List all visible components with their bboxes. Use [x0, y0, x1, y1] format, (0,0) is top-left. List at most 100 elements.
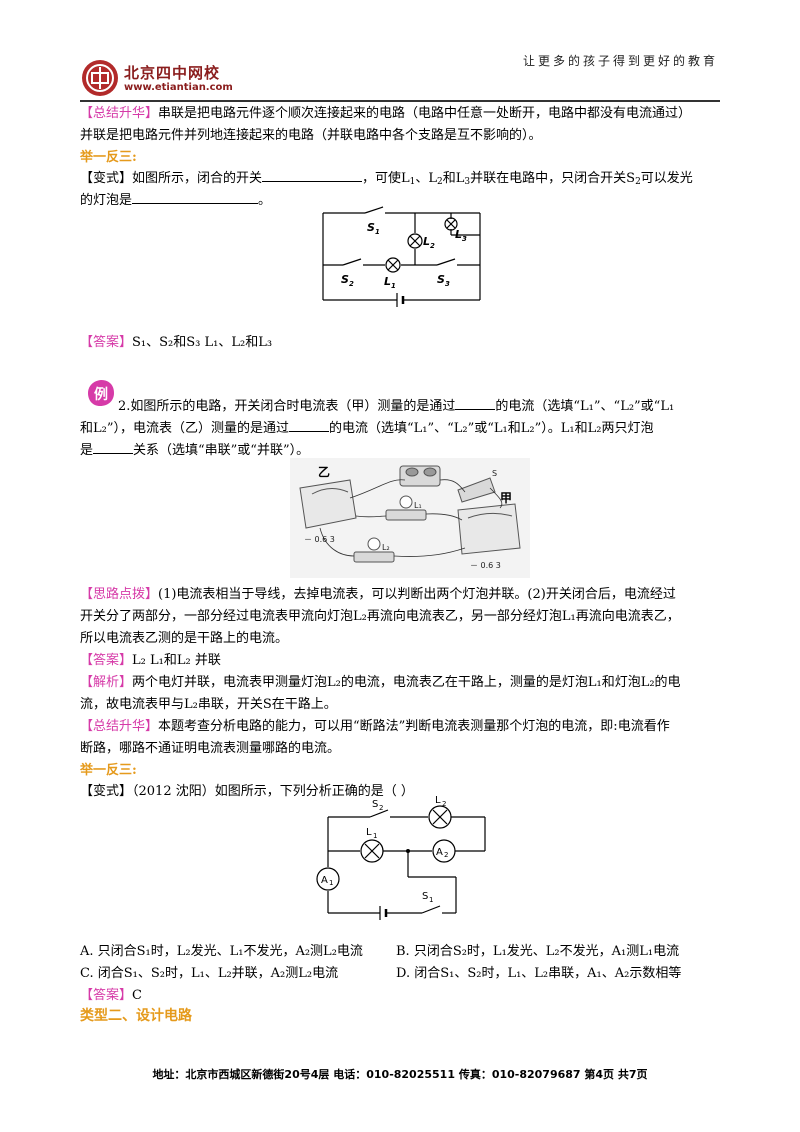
practice1-question-line-1: 【变式】如图所示，闭合的开关，可使L1、L2和L3并联在电路中，只闭合开关S2可…: [80, 167, 730, 189]
practice1-answer: 【答案】S₁、S₂和S₃ L₁、L₂和L₃: [80, 333, 730, 353]
practice2-question: 【变式】（2012 沈阳）如图所示，下列分析正确的是（ ）: [80, 782, 730, 802]
q-text: 和L: [442, 171, 465, 186]
q-text: 和L₂”），电流表（乙）测量的是通过: [80, 421, 289, 436]
circuit-diagram-1: S 1 S 2 S 3 L 1 L 2 L 3: [322, 206, 481, 307]
label-l1-sub: 1: [391, 282, 396, 290]
example-badge-text: 例: [94, 386, 108, 403]
section-title: 类型二、设计电路: [80, 1008, 192, 1024]
label-l2: L: [423, 235, 430, 248]
answer-tag: 【答案】: [80, 653, 133, 668]
logo-text: 北京四中网校: [124, 64, 221, 82]
apparatus-photo: － 0.6 3 － 0.6 3 S L₁ L₂ 乙 甲: [290, 458, 530, 578]
label-s2: S: [372, 799, 378, 810]
label-l2-sub: 2: [430, 242, 435, 250]
label-s3-sub: 3: [445, 280, 450, 288]
q-text: 2.如图所示的电路，开关闭合时电流表（甲）测量的是通过: [118, 399, 456, 414]
option-a: A. 只闭合S₁时，L₂发光、L₁不发光，A₂测L₂电流: [80, 944, 363, 959]
label-s2-sub: 2: [349, 280, 354, 288]
q-text: 的电流（选填“L₁”、“L₂”或“L₁: [495, 399, 675, 414]
option-d: D. 闭合S₁、S₂时，L₁、L₂串联，A₁、A₂示数相等: [396, 966, 682, 981]
junction-dot: [406, 849, 410, 853]
answer-tag: 【答案】: [80, 335, 133, 350]
analysis-line-2: 流，故电流表甲与L₂串联，开关S在干路上。: [80, 697, 337, 712]
practice-heading-2: 举一反三:: [80, 763, 137, 778]
q-text: 的灯泡是: [80, 193, 133, 208]
practice1-question-line-2: 的灯泡是 。: [80, 189, 730, 211]
label-yi: 乙: [318, 465, 330, 479]
option-c: C. 闭合S₁、S₂时，L₁、L₂并联，A₂测L₂电流: [80, 966, 339, 981]
slogan: 让更多的孩子得到更好的教育: [522, 54, 718, 68]
label-s1-sub: 1: [375, 228, 380, 236]
answer-blank-4: [289, 417, 329, 432]
label-a1-sub: 1: [329, 879, 333, 887]
summary-tag: 【总结升华】: [80, 719, 159, 734]
answer-blank-1: [262, 167, 363, 182]
label-a2: A: [436, 847, 443, 858]
q-sub: 2: [635, 177, 641, 187]
answer-text: C: [132, 988, 142, 1003]
analysis-line-1: 【解析】两个电灯并联，电流表甲测量灯泡L₂的电流，电流表乙在干路上，测量的是灯泡…: [80, 673, 730, 693]
q-sub: 1: [409, 177, 416, 187]
label-s: S: [492, 469, 497, 478]
label-l2: L: [435, 795, 441, 806]
summary-text: 本题考查分析电路的能力，可以用“断路法”判断电流表测量那个灯泡的电流，即:电流看…: [158, 719, 670, 734]
q-text: ，可使L: [362, 171, 410, 186]
example-badge-icon: 例: [88, 380, 114, 406]
logo-seal-icon: [82, 60, 118, 96]
q-text: 、L: [415, 171, 438, 186]
hint-line-3: 所以电流表乙测的是干路上的电流。: [80, 631, 289, 646]
practice1-tag: 【变式】: [80, 171, 133, 186]
answer-text: S₁、S₂和S₃ L₁、L₂和L₃: [132, 335, 273, 350]
summary2-line-2: 断路，哪路不通证明电流表测量哪路的电流。: [80, 741, 341, 756]
example2-answer: 【答案】L₂ L₁和L₂ 并联: [80, 651, 730, 671]
example2-line-2: 和L₂”），电流表（乙）测量的是通过 的电流（选填“L₁”、“L₂”或“L₁和L₂…: [80, 417, 730, 439]
answer-text: L₂ L₁和L₂ 并联: [132, 653, 221, 668]
answer-blank-3: [455, 395, 496, 410]
hint-line-2: 开关分了两部分，一部分经过电流表甲流向灯泡L₂再流向电流表乙，另一部分经灯泡L₁…: [80, 609, 680, 624]
label-l1: L₁: [414, 501, 422, 510]
logo: 北京四中网校 www.etiantian.com: [80, 58, 300, 106]
practice2-tag: 【变式】: [80, 784, 133, 799]
q-sub: 3: [464, 177, 471, 187]
footer: 地址：北京市西城区新德街20号4层 电话：010-82025511 传真：010…: [152, 1068, 648, 1081]
hint-text: (1)电流表相当于导线，去掉电流表，可以判断出两个灯泡并联。(2)开关闭合后，电…: [158, 587, 676, 602]
header-divider: [80, 100, 720, 102]
q-text: 的电流（选填“L₁”、“L₂”或“L₁和L₂”）。L₁和L₂两只灯泡: [329, 421, 654, 436]
right-meter-scale: － 0.6 3: [470, 561, 501, 570]
answer-blank-5: [93, 439, 134, 454]
label-l2: L₂: [382, 543, 390, 552]
label-l2-sub: 2: [442, 800, 446, 808]
answer-blank-2: [132, 189, 259, 204]
analysis-tag: 【解析】: [80, 675, 133, 690]
summary2-line-1: 【总结升华】本题考查分析电路的能力，可以用“断路法”判断电流表测量那个灯泡的电流…: [80, 717, 730, 737]
q-text: 是: [80, 443, 94, 458]
q-text: （2012 沈阳）如图所示，下列分析正确的是（ ）: [132, 784, 414, 799]
label-s2: S: [341, 273, 349, 286]
label-a2-sub: 2: [444, 851, 448, 859]
label-jia: 甲: [500, 491, 512, 505]
label-s1: S: [422, 891, 428, 902]
logo-url: www.etiantian.com: [124, 82, 233, 93]
label-s3: S: [437, 273, 445, 286]
option-b: B. 只闭合S₂时，L₁发光、L₂不发光，A₁测L₁电流: [396, 944, 680, 959]
q-sub: 2: [437, 177, 443, 187]
summary-line-2: 并联是把电路元件并列地连接起来的电路（并联电路中各个支路是互不影响的）。: [80, 128, 542, 143]
label-l1: L: [384, 275, 391, 288]
label-l3-sub: 3: [462, 235, 467, 243]
label-s1-sub: 1: [429, 896, 433, 904]
summary-line-1: 【总结升华】串联是把电路元件逐个顺次连接起来的电路（电路中任意一处断开，电路中都…: [80, 104, 730, 124]
answer-tag: 【答案】: [80, 988, 133, 1003]
circuit-diagram-2: S 2 L 2 L 1 A 1 A 2 S 1: [316, 795, 486, 920]
q-text: 。: [258, 193, 272, 208]
left-meter-scale: － 0.6 3: [304, 535, 335, 544]
label-l1: L: [366, 827, 372, 838]
hint-tag: 【思路点拨】: [80, 587, 159, 602]
q-text: 如图所示，闭合的开关: [132, 171, 263, 186]
q-text: 可以发光: [640, 171, 693, 186]
label-s2-sub: 2: [379, 804, 383, 812]
example2-line-3: 是关系（选填“串联”或“并联”）。: [80, 439, 730, 461]
label-l1-sub: 1: [373, 832, 377, 840]
practice-heading-1: 举一反三:: [80, 150, 137, 165]
label-s1: S: [367, 221, 375, 234]
hint-line-1: 【思路点拨】(1)电流表相当于导线，去掉电流表，可以判断出两个灯泡并联。(2)开…: [80, 585, 730, 605]
